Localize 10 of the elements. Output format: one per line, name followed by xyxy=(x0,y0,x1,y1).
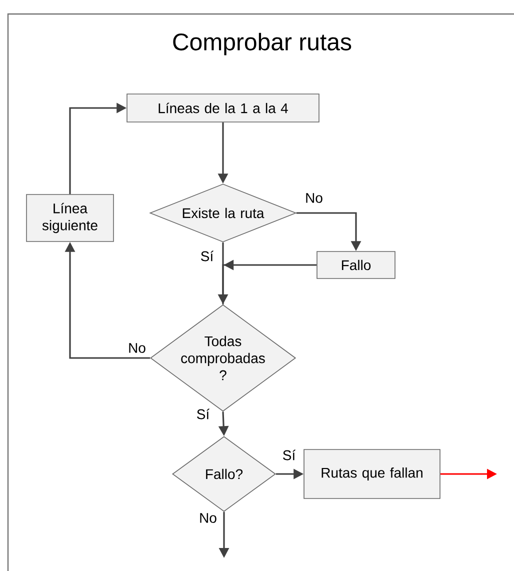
edge-label: No xyxy=(198,512,218,524)
process-box: Fallo xyxy=(316,251,396,279)
process-box: Líneas de la 1 a la 4 xyxy=(126,94,320,122)
edge-label: No xyxy=(127,342,147,354)
process-box: Rutas que fallan xyxy=(304,449,440,499)
edge-label: Sí xyxy=(199,250,215,262)
process-box: Línea siguiente xyxy=(26,194,114,242)
title: Comprobar rutas xyxy=(173,32,352,56)
edge-label: Sí xyxy=(281,448,297,462)
edge-label: No xyxy=(304,192,324,204)
